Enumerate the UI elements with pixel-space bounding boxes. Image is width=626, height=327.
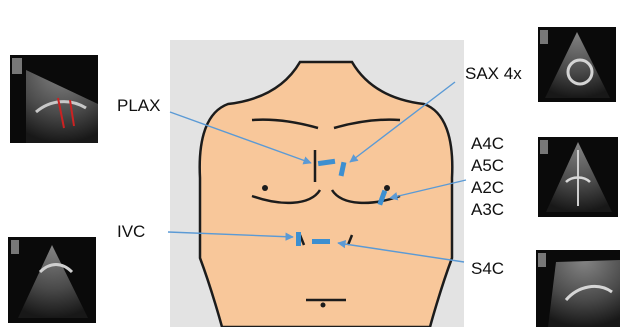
sax-echo-image: [538, 27, 616, 102]
label-a5c: A5C: [471, 156, 504, 176]
subcostal-echo-image: [536, 250, 620, 327]
ivc-echo-image: [8, 237, 96, 323]
label-a4c: A4C: [471, 134, 504, 154]
label-a3c: A3C: [471, 200, 504, 220]
label-a2c: A2C: [471, 178, 504, 198]
plax-echo-image: [10, 55, 98, 143]
label-plax: PLAX: [117, 96, 160, 116]
torso-illustration: [200, 62, 453, 327]
label-s4c: S4C: [471, 259, 504, 279]
probe-mark-ivc: [296, 232, 301, 246]
probe-mark-s4c: [312, 239, 330, 244]
apical-echo-image: [538, 137, 618, 217]
label-sax: SAX 4x: [465, 64, 522, 84]
label-ivc: IVC: [117, 222, 145, 242]
